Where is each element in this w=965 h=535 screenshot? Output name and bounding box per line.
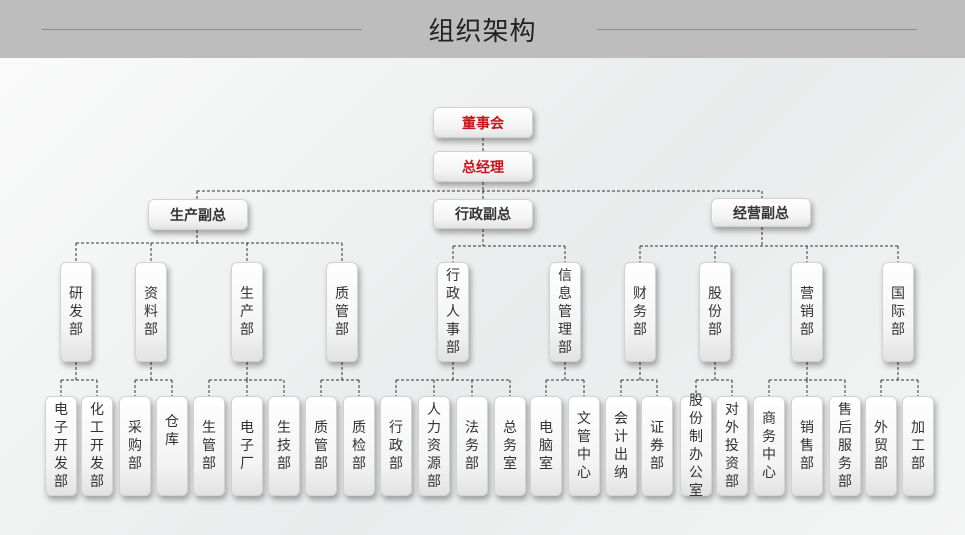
node-dept-international: 国际部 [882, 262, 914, 362]
node-dept-production: 生产部 [231, 262, 263, 362]
node-unit-purchasing: 采购部 [119, 396, 151, 496]
node-dept-quality: 质管部 [326, 262, 358, 362]
node-unit-chemical-dev: 化工开发部 [81, 396, 113, 496]
node-vp-business: 经营副总 [711, 198, 811, 227]
node-unit-foreign-invest: 对外投资部 [716, 396, 748, 496]
header-rule-right [597, 29, 917, 30]
node-dept-info: 信息管理部 [549, 262, 581, 362]
node-unit-prod-mgmt: 生管部 [193, 396, 225, 496]
node-unit-after-sales: 售后服务部 [829, 396, 861, 496]
node-general-manager: 总经理 [433, 151, 533, 182]
node-unit-business-center: 商务中心 [753, 396, 785, 496]
node-unit-cashier: 会计出纳 [605, 396, 637, 496]
header-rule-left [42, 29, 362, 30]
node-vp-production: 生产副总 [148, 199, 248, 230]
node-dept-admin-hr: 行政人事部 [437, 262, 469, 362]
page-title: 组织架构 [428, 17, 537, 47]
node-unit-administration: 行政部 [380, 396, 412, 496]
node-unit-doc-center: 文管中心 [568, 396, 600, 496]
page-header: 组织架构 [0, 0, 965, 58]
node-unit-electronic-dev: 电子开发部 [45, 396, 77, 496]
node-unit-quality-inspection: 质检部 [343, 396, 375, 496]
node-dept-shares: 股份部 [699, 262, 731, 362]
node-unit-hr: 人力资源部 [418, 396, 450, 496]
node-dept-marketing: 营销部 [791, 262, 823, 362]
node-unit-foreign-trade: 外贸部 [865, 396, 897, 496]
node-unit-general-office: 总务室 [494, 396, 526, 496]
node-unit-legal: 法务部 [456, 396, 488, 496]
node-board: 董事会 [433, 107, 533, 138]
node-vp-admin: 行政副总 [433, 199, 533, 229]
node-unit-quality-mgmt: 质管部 [305, 396, 337, 496]
node-unit-computer-room: 电脑室 [530, 396, 562, 496]
node-unit-warehouse: 仓库 [156, 396, 188, 496]
node-unit-electronics-factory: 电子厂 [231, 396, 263, 496]
node-dept-materials: 资料部 [135, 262, 167, 362]
node-unit-share-office: 股份制办公室 [680, 393, 712, 499]
node-unit-sales: 销售部 [791, 396, 823, 496]
node-dept-finance: 财务部 [624, 262, 656, 362]
node-unit-processing: 加工部 [902, 396, 934, 496]
node-dept-rd: 研发部 [60, 262, 92, 362]
node-unit-prod-tech: 生技部 [268, 396, 300, 496]
node-unit-securities: 证券部 [641, 396, 673, 496]
